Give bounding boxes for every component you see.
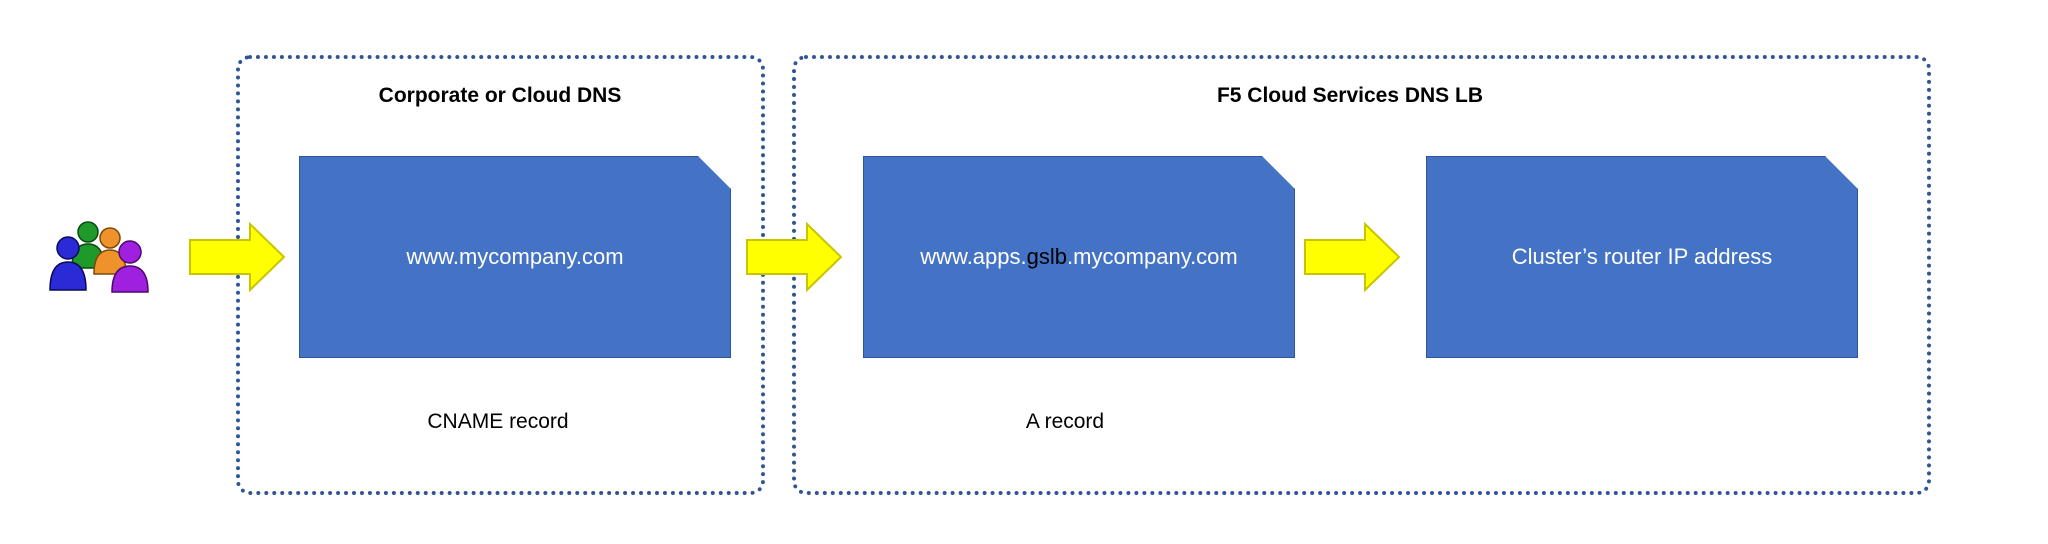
card-text: www.mycompany.com <box>406 244 624 269</box>
arrow-right-icon <box>1304 222 1401 292</box>
f5-dns-lb-title: F5 Cloud Services DNS LB <box>1216 84 1484 107</box>
gslb-target-card: www.apps.gslb.mycompany.com <box>863 156 1295 358</box>
a-record-label: A record <box>1025 410 1105 433</box>
arrow-right-icon <box>189 222 286 292</box>
corporate-dns-title: Corporate or Cloud DNS <box>378 84 622 107</box>
arrow-right-icon <box>746 222 843 292</box>
card-text-highlight: gslb <box>1026 244 1067 269</box>
card-text-prefix: www.apps. <box>920 244 1027 269</box>
cname-source-card: www.mycompany.com <box>299 156 731 358</box>
router-ip-card: Cluster’s router IP address <box>1426 156 1858 358</box>
users-group-icon <box>49 221 149 293</box>
card-text-suffix: .mycompany.com <box>1067 244 1238 269</box>
card-text: Cluster’s router IP address <box>1511 244 1773 269</box>
cname-record-label: CNAME record <box>427 410 569 433</box>
